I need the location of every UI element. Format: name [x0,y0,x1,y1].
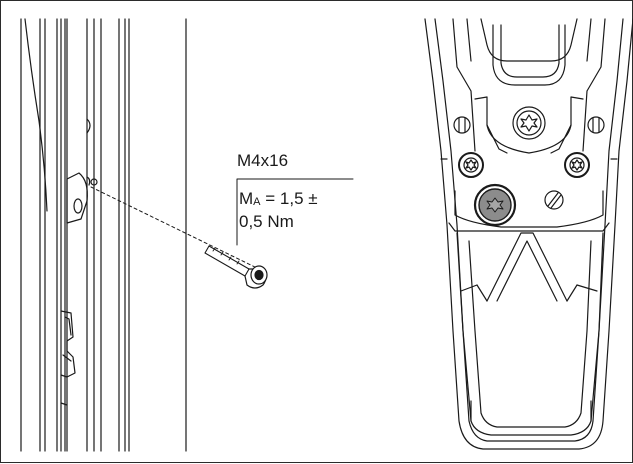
torque-value: = 1,5 ± [260,189,318,208]
slotted-screw-icon [587,116,605,134]
callout-leader [236,178,354,246]
rail-profile-left [20,18,187,452]
lock-unit-front [424,18,633,450]
highlighted-torx-screw-icon [473,183,517,227]
slotted-screw-icon [544,190,564,210]
alignment-dashed-line [90,186,260,270]
torque-symbol: M [239,189,254,208]
torx-screw-icon [458,152,484,178]
screw-spec-label: M4x16 [237,151,289,170]
torque-subscript: A [253,196,261,208]
torque-spec-line-1: MA = 1,5 ± [239,189,318,208]
slotted-screw-icon [453,116,471,134]
torx-screw-icon [564,152,590,178]
torque-spec-line-2: 0,5 Nm [239,212,294,231]
loose-screw [204,245,268,289]
torx-screw-icon [512,106,546,140]
